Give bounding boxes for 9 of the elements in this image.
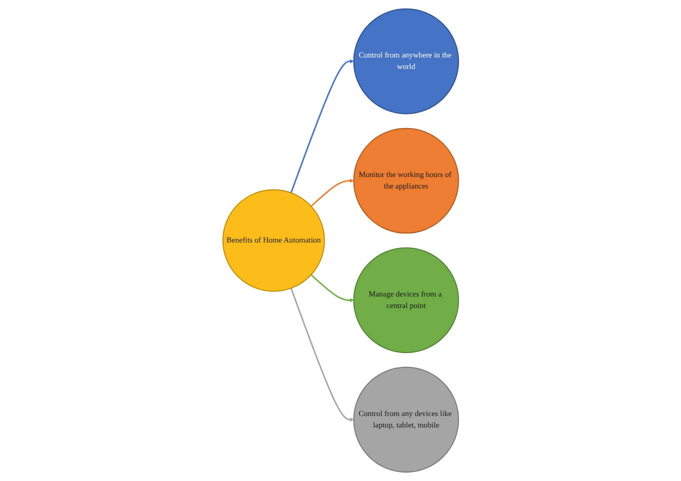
node-circle <box>353 247 459 354</box>
arrow <box>310 274 354 302</box>
arrow <box>310 178 354 207</box>
node-circle <box>353 366 459 473</box>
arrow <box>290 288 354 422</box>
node-circle <box>353 128 459 234</box>
node-circle <box>222 189 325 292</box>
arrow <box>290 59 354 194</box>
node-circle <box>353 8 459 114</box>
